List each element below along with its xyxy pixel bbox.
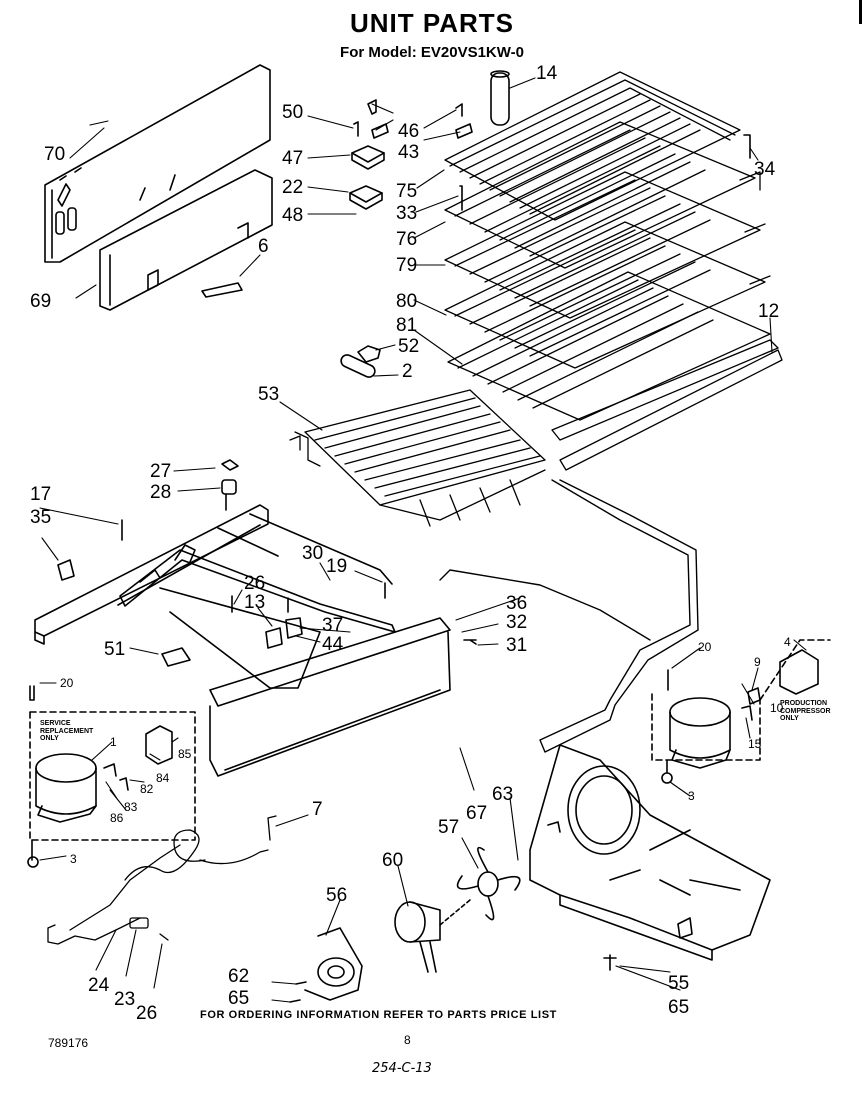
fan-shroud-drawing: [529, 744, 771, 971]
model-subtitle: For Model: EV20VS1KW-0: [340, 44, 524, 61]
callout-60: 60: [382, 850, 404, 871]
document-number: 789176: [48, 1036, 89, 1050]
callout-19: 19: [326, 556, 348, 577]
callout-43: 43: [398, 142, 420, 163]
callout-63: 63: [492, 784, 514, 805]
callout-81: 81: [396, 315, 418, 336]
service-replacement-note: SERVICE REPLACEMENT ONLY: [40, 720, 94, 743]
callout-62: 62: [228, 966, 250, 987]
callout-27: 27: [150, 461, 172, 482]
callout-52: 52: [398, 336, 420, 357]
callout-28: 28: [150, 482, 172, 503]
production-compressor-note: PRODUCTION COMPRESSOR ONLY: [780, 700, 831, 723]
callout-6: 6: [258, 236, 269, 257]
callout-3-left: 3: [70, 852, 77, 866]
callout-51: 51: [104, 639, 126, 660]
callout-2: 2: [402, 361, 413, 382]
callout-24: 24: [88, 975, 110, 996]
production-compressor-drawing: [651, 639, 831, 784]
callout-48: 48: [282, 205, 304, 226]
callout-44: 44: [322, 634, 344, 655]
callout-50: 50: [282, 102, 304, 123]
fan-motor-drawing: [289, 846, 521, 1003]
ordering-information-note: FOR ORDERING INFORMATION REFER TO PARTS …: [200, 1009, 557, 1021]
callout-20-right: 20: [698, 640, 712, 654]
callout-20-left: 20: [60, 676, 74, 690]
service-compressor-drawing: [27, 685, 196, 868]
callout-13: 13: [244, 592, 266, 613]
callout-69: 69: [30, 291, 52, 312]
callout-80: 80: [396, 291, 418, 312]
base-frame-drawing: [34, 504, 451, 777]
callout-65-bracket: 65: [228, 988, 250, 1009]
callout-47: 47: [282, 148, 304, 169]
leader-lines: [39, 77, 807, 1003]
power-cord-drawing: [47, 815, 277, 945]
callout-33: 33: [396, 203, 418, 224]
cover-panel-drawing: [44, 64, 273, 311]
evaporator-coil-drawing: [444, 71, 783, 471]
clip-drawing: [340, 345, 381, 378]
callout-35: 35: [30, 507, 52, 528]
callout-4: 4: [784, 635, 791, 649]
callout-85: 85: [178, 747, 192, 761]
callout-3-right: 3: [688, 789, 695, 803]
callout-15: 15: [748, 737, 762, 751]
callout-46: 46: [398, 121, 420, 142]
condenser-coil-drawing: [289, 389, 546, 527]
callout-22: 22: [282, 177, 304, 198]
callout-37: 37: [322, 615, 344, 636]
callout-75: 75: [396, 181, 418, 202]
page-number: 8: [404, 1033, 411, 1047]
callout-9: 9: [754, 655, 761, 669]
callout-17: 17: [30, 484, 52, 505]
callout-53: 53: [258, 384, 280, 405]
callout-32: 32: [506, 612, 528, 633]
callout-26-cord: 26: [136, 1003, 158, 1024]
callout-84: 84: [156, 771, 170, 785]
callout-70: 70: [44, 144, 66, 165]
bracket-drawing: [201, 99, 751, 298]
callout-26-frame: 26: [244, 573, 266, 594]
callout-65-shroud: 65: [668, 997, 690, 1018]
callout-82: 82: [140, 782, 154, 796]
callout-1: 1: [110, 735, 117, 749]
callout-83: 83: [124, 800, 138, 814]
callout-57: 57: [438, 817, 460, 838]
callout-76: 76: [396, 229, 418, 250]
scan-edge-mark: [859, 0, 862, 24]
callout-67: 67: [466, 803, 488, 824]
callout-79: 79: [396, 255, 418, 276]
callout-10: 10: [770, 701, 784, 715]
callout-12: 12: [758, 301, 780, 322]
handwritten-code: 254-C-13: [372, 1061, 432, 1076]
callout-36: 36: [506, 593, 528, 614]
callout-34: 34: [754, 159, 776, 180]
callout-55: 55: [668, 973, 690, 994]
tube-drawing: [490, 70, 510, 126]
callout-30: 30: [302, 543, 324, 564]
refrigerant-tubing-drawing: [439, 479, 699, 753]
callout-23: 23: [114, 989, 136, 1010]
callout-31: 31: [506, 635, 528, 656]
callout-86: 86: [110, 811, 124, 825]
callout-56: 56: [326, 885, 348, 906]
page-title: UNIT PARTS: [349, 8, 515, 38]
callout-7: 7: [312, 799, 323, 820]
small-hardware-drawing: [57, 459, 477, 667]
callout-14: 14: [536, 63, 558, 84]
